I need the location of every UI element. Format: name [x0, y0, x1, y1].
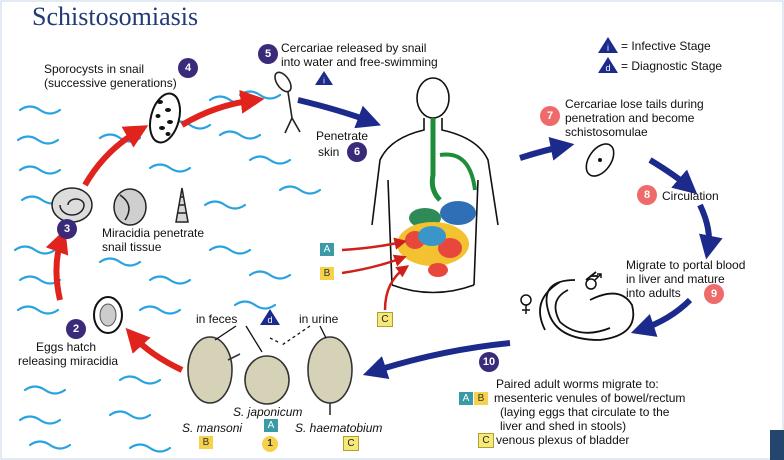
stage-4-text-line1: Sporocysts in snail — [44, 62, 144, 76]
corner-tab — [770, 430, 784, 460]
stage-10-text-line3: (laying eggs that circulate to the — [500, 405, 669, 419]
badge-a-stage-10: A — [459, 392, 473, 405]
stage-1-number: 1 — [262, 436, 278, 452]
stage-5-text-line2: into water and free-swimming — [281, 55, 438, 69]
stage-2-number: 2 — [66, 319, 86, 339]
stage-7-text-line3: schistosomulae — [565, 125, 648, 139]
stage-5-number: 5 — [258, 44, 278, 64]
s-japonicum-label: S. japonicum — [233, 405, 302, 419]
stage-3-text-line2: snail tissue — [102, 240, 161, 254]
stage-10-text-line1: Paired adult worms migrate to: — [496, 377, 659, 391]
stage-9-text-line3: into adults — [626, 286, 681, 300]
stage-10-text-line5: venous plexus of bladder — [496, 433, 629, 447]
badge-c-haematobium: C — [343, 436, 359, 451]
badge-c-stage-10: C — [478, 433, 494, 448]
in-feces-label: in feces — [196, 312, 237, 326]
digestive-organs — [397, 118, 476, 277]
stage-4-number: 4 — [178, 58, 198, 78]
stage-5-text-line1: Cercariae released by snail — [281, 41, 426, 55]
stage-10-text-line4: liver and shed in stools) — [500, 419, 626, 433]
stage-8-number: 8 — [637, 185, 657, 205]
legend-diagnostic-label: = Diagnostic Stage — [621, 59, 722, 73]
diagram-title: Schistosomiasis — [32, 2, 198, 32]
stage-10-text-line2: mesenteric venules of bowel/rectum — [494, 391, 685, 405]
stage-2-text-line1: Eggs hatch — [36, 340, 96, 354]
stage-7-number: 7 — [540, 106, 560, 126]
stage-9-number: 9 — [704, 284, 724, 304]
svg-text:d: d — [267, 315, 272, 325]
egg-illustrations — [188, 337, 352, 415]
snail-illustrations — [52, 188, 188, 225]
in-urine-label: in urine — [299, 312, 338, 326]
badge-a-japonicum: A — [264, 419, 278, 432]
svg-text:d: d — [605, 63, 610, 73]
egg-pathway-lines — [342, 242, 405, 310]
badge-b-intestine: B — [320, 267, 334, 280]
infective-stage-symbol: i — [597, 36, 619, 54]
stage-9-text-line1: Migrate to portal blood — [626, 258, 745, 272]
stage-6-text-line1: Penetrate — [316, 129, 368, 143]
stage-7-text-line1: Cercariae lose tails during — [565, 97, 704, 111]
diagnostic-stage-symbol: d — [597, 56, 619, 74]
badge-a-intestine: A — [320, 243, 334, 256]
schistosomulum-illustration — [581, 139, 620, 181]
stage-6-number: 6 — [347, 142, 367, 162]
miracidium-egg-illustration — [94, 297, 122, 333]
stage-2-text-line2: releasing miracidia — [18, 354, 118, 368]
cercaria-illustration — [272, 70, 300, 133]
stage-10-number: 10 — [479, 352, 499, 372]
stage-5-infective-symbol: i — [314, 70, 334, 86]
s-haematobium-label: S. haematobium — [295, 421, 382, 435]
stage-3-text-line1: Miracidia penetrate — [102, 226, 204, 240]
s-mansoni-label: S. mansoni — [182, 421, 242, 435]
stage-4-text-line2: (successive generations) — [44, 76, 177, 90]
diagnostic-stage-symbol-eggs: d — [259, 308, 281, 326]
stage-7-text-line2: penetration and become — [565, 111, 694, 125]
svg-text:i: i — [323, 77, 325, 86]
svg-text:i: i — [607, 43, 609, 53]
badge-b-stage-10: B — [474, 392, 488, 405]
badge-b-mansoni: B — [199, 436, 213, 449]
stage-8-text: Circulation — [662, 189, 719, 203]
stage-6-text-line2: skin — [318, 145, 339, 159]
sporocyst-illustration — [145, 90, 185, 146]
legend-infective-label: = Infective Stage — [621, 39, 711, 53]
egg-connector-lines — [215, 326, 326, 352]
badge-c-bladder: C — [377, 312, 393, 327]
stage-3-number: 3 — [57, 219, 77, 239]
